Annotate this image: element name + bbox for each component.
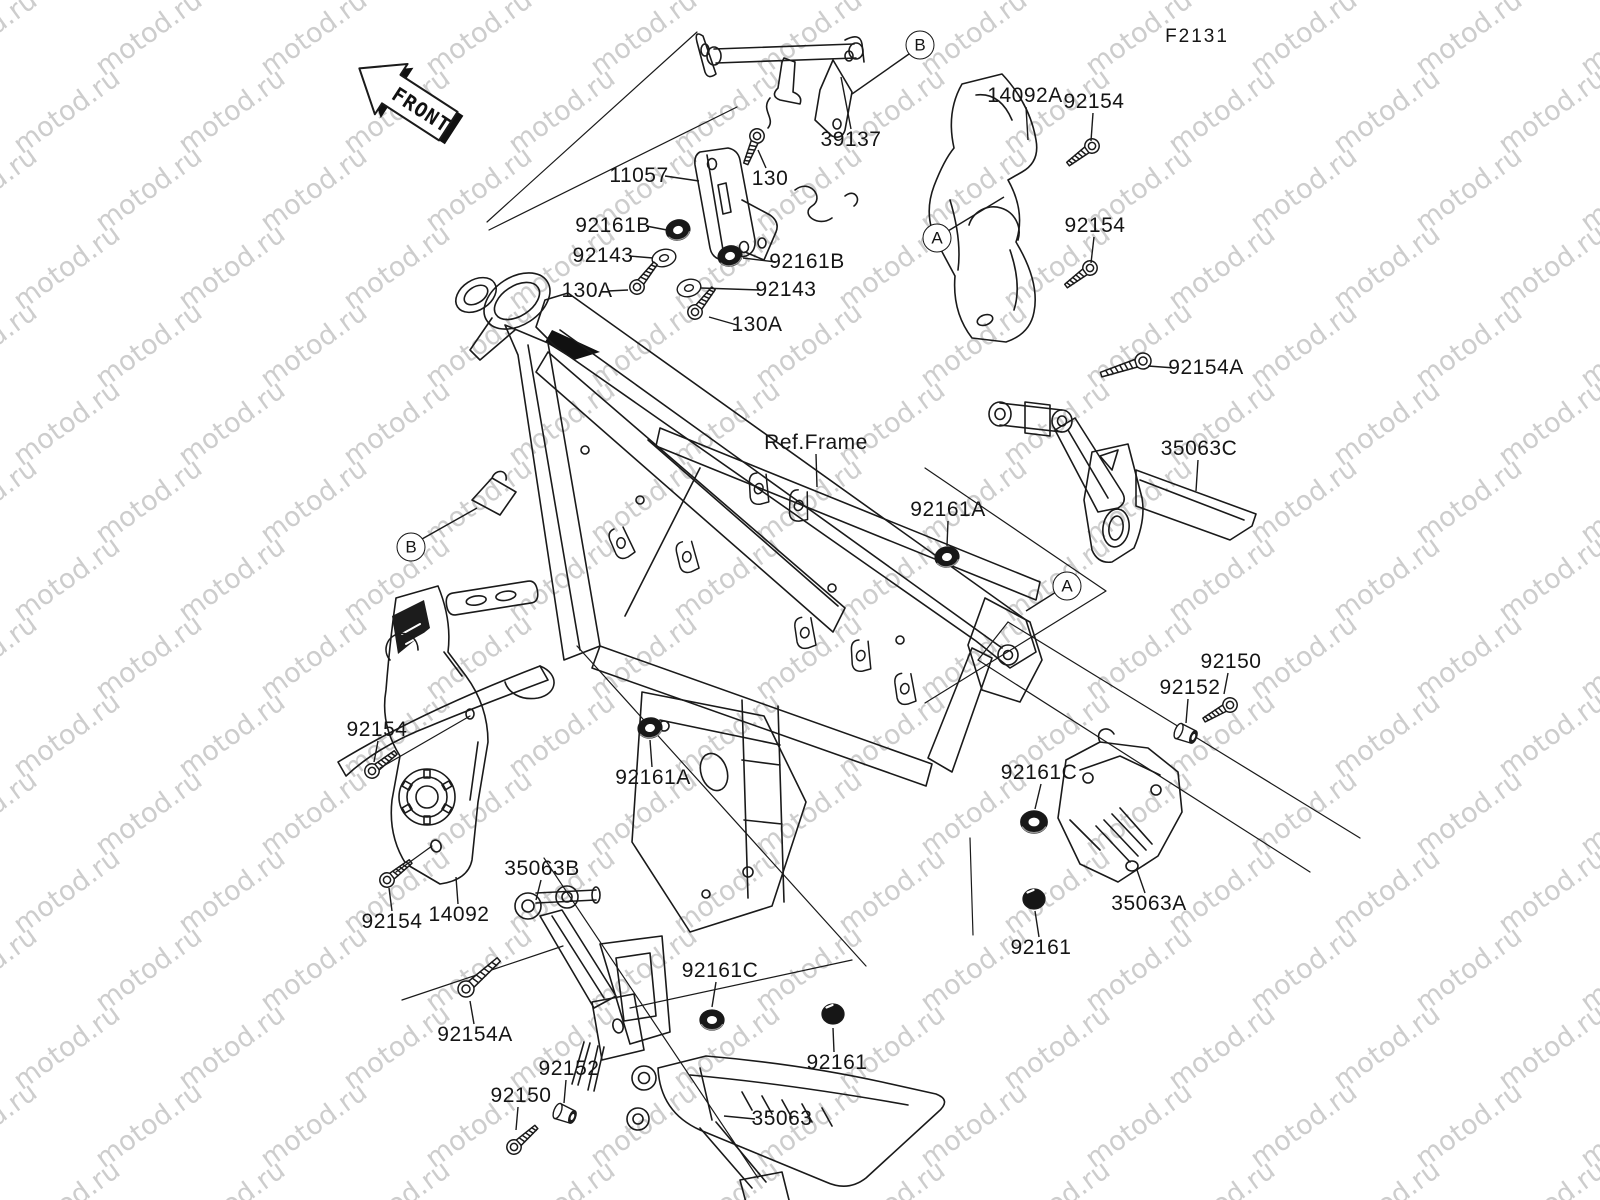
figure-code: F2131 [1165,26,1229,47]
part-label-92161b: 92161B [769,250,845,273]
part-label-92161c: 92161C [1000,761,1078,784]
frame-lower-hook [337,665,555,777]
frame [445,185,1043,933]
part-label-92143: 92143 [755,278,817,301]
front-arrow: FRONT [358,62,464,145]
part-label-35063c: 35063C [1160,437,1238,460]
part-label-92154: 92154 [346,718,408,741]
screw-92154-right2-icon [1060,257,1101,293]
cap-92161-bottom-icon [820,1002,846,1026]
screw-92150-bottom-icon [503,1120,542,1158]
grommet-92161c-right-icon [1019,810,1049,834]
grommet-92161c-bottom-icon [699,1009,725,1031]
bushing-92152-bottom-icon [550,1101,579,1127]
part-label-ref-frame: Ref.Frame [764,431,868,454]
bracket-35063 [626,1002,946,1200]
callout-a: A [1052,571,1082,601]
part-label-35063b: 35063B [504,857,580,880]
part-label-14092: 14092 [428,903,490,926]
part-label-92154: 92154 [1064,214,1126,237]
screw-92154-right1-icon [1062,135,1103,171]
part-label-92161a: 92161A [615,766,691,789]
cap-92161-right-icon [1021,887,1047,911]
part-label-92152: 92152 [538,1057,600,1080]
part-label-92154: 92154 [361,910,423,933]
bolt-92154a-bottom-icon [453,952,505,1002]
callout-a: A [922,223,952,253]
bolt-92154a-right-icon [1097,350,1154,384]
part-label-130a: 130A [731,313,783,336]
part-label-92161a: 92161A [910,498,986,521]
cover-14092 [361,585,489,891]
part-label-92161c: 92161C [681,959,759,982]
part-label-92161b: 92161B [575,214,651,237]
part-label-92143: 92143 [572,244,634,267]
grommet-92161b-left-icon [663,216,693,244]
washer-92143-right-icon [674,275,704,301]
part-label-92150: 92150 [1200,650,1262,673]
link-arm-35063c [988,350,1257,564]
part-label-39137: 39137 [820,128,882,151]
bracket-35063b [453,885,671,1158]
part-label-130a: 130A [561,279,613,302]
part-label-14092a: 14092A [987,84,1063,107]
part-label-11057: 11057 [609,164,669,187]
part-label-35063a: 35063A [1111,892,1187,915]
callout-b: B [396,532,426,562]
bracket-39137 [695,33,865,138]
part-label-92152: 92152 [1159,676,1221,699]
part-label-92161: 92161 [1010,936,1072,959]
bracket-35063a [1019,694,1241,911]
screw-92154-left2-icon [376,855,416,891]
screw-130-icon [738,125,768,168]
part-label-92154a: 92154A [437,1023,513,1046]
part-label-92154a: 92154A [1168,356,1244,379]
part-label-92161: 92161 [806,1051,868,1074]
part-label-130: 130 [751,167,789,190]
cover-14092a [928,73,1103,343]
part-label-92150: 92150 [490,1084,552,1107]
callout-b: B [905,30,935,60]
part-label-92154: 92154 [1063,90,1125,113]
screw-92154-left1-icon [361,746,401,782]
part-label-35063: 35063 [751,1107,813,1130]
region-lines [401,31,1361,1179]
bracket-11057 [694,147,778,261]
